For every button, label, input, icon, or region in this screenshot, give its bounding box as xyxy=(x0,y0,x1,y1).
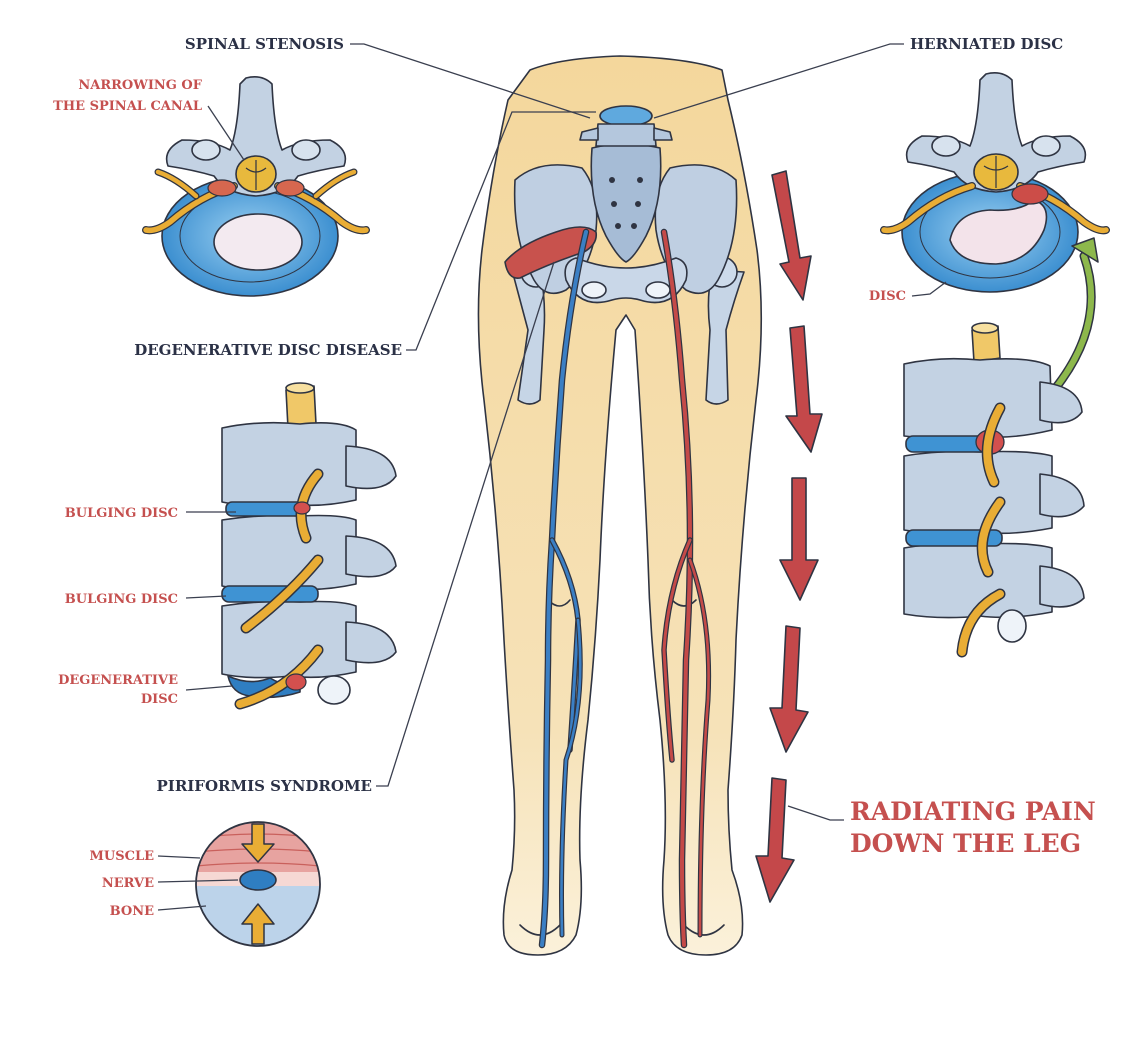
piriformis-detail xyxy=(195,821,321,947)
label-radiating-line2: DOWN THE LEG xyxy=(850,829,1081,858)
label-disc: DISC xyxy=(869,289,906,304)
labels: SPINAL STENOSIS HERNIATED DISC NARROWING… xyxy=(53,35,1096,919)
stenosis-vertebra xyxy=(142,76,370,297)
label-narrowing-line1: NARROWING OF xyxy=(78,78,202,93)
label-muscle: MUSCLE xyxy=(89,849,154,864)
pain-arrows xyxy=(755,170,823,903)
pain-arrow-3 xyxy=(779,477,819,601)
herniated-vertebra xyxy=(880,72,1110,293)
sciatic-nerves xyxy=(504,226,712,949)
pain-arrow-1 xyxy=(771,170,812,301)
degenerative-spine-side xyxy=(221,382,397,710)
label-bulging-disc-1: BULGING DISC xyxy=(65,506,178,521)
label-spinal-stenosis: SPINAL STENOSIS xyxy=(185,35,344,53)
herniated-spine-side xyxy=(903,322,1085,658)
label-bone: BONE xyxy=(110,904,154,919)
leader-lines xyxy=(157,43,947,911)
label-degenerative-line2: DISC xyxy=(141,692,178,707)
label-radiating-line1: RADIATING PAIN xyxy=(850,797,1096,826)
label-narrowing-line2: THE SPINAL CANAL xyxy=(53,99,202,114)
label-piriformis-syndrome: PIRIFORMIS SYNDROME xyxy=(157,777,372,795)
label-degenerative-line1: DEGENERATIVE xyxy=(58,673,178,688)
pain-arrow-5 xyxy=(755,777,795,903)
pain-arrow-2 xyxy=(785,325,823,453)
label-bulging-disc-2: BULGING DISC xyxy=(65,592,178,607)
pain-arrow-4 xyxy=(769,625,809,753)
label-nerve: NERVE xyxy=(102,876,154,891)
label-degenerative-disc-disease: DEGENERATIVE DISC DISEASE xyxy=(134,341,402,359)
label-herniated-disc: HERNIATED DISC xyxy=(910,35,1063,53)
